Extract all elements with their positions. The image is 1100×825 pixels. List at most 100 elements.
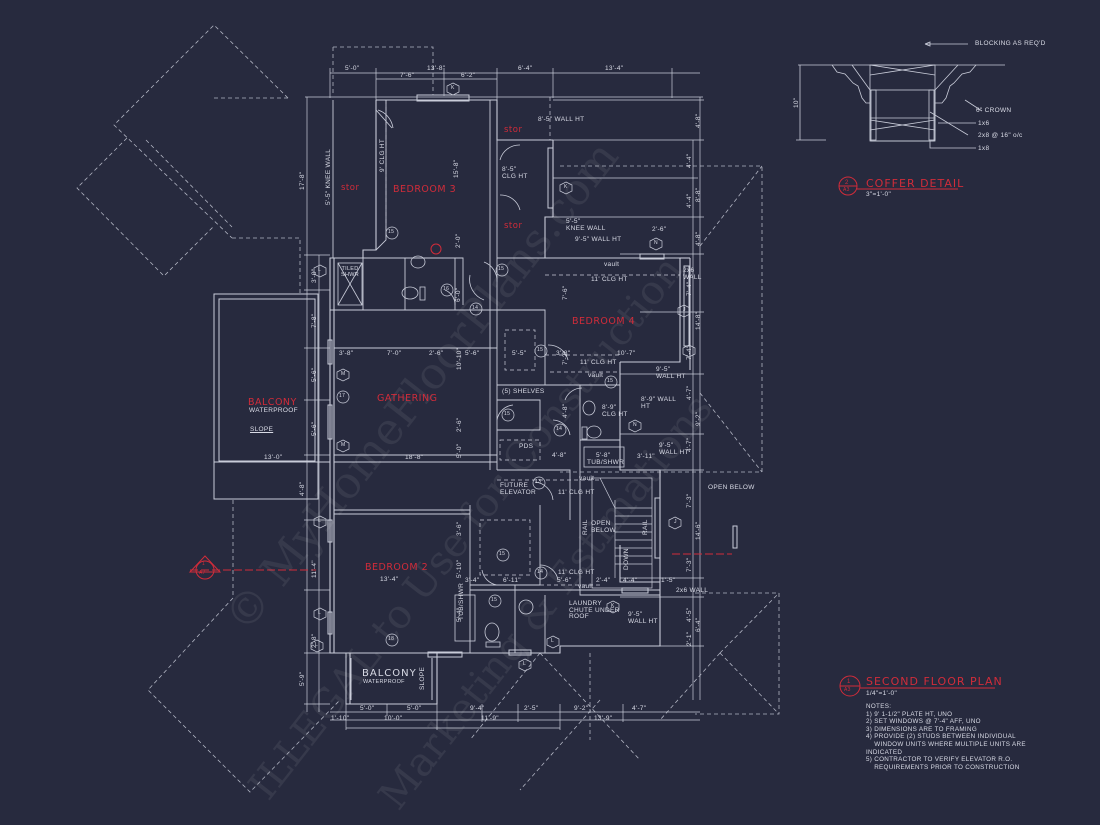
- tag-door: 13: [535, 479, 542, 485]
- coffer-detail: [796, 41, 1005, 149]
- dim-interior: 7'-6": [562, 285, 569, 300]
- plan-title: SECOND FLOOR PLAN: [866, 675, 1003, 688]
- roof-outline-right: [332, 46, 780, 791]
- room-balcony-south: BALCONY: [362, 668, 417, 679]
- dim-bottom: 4'-7": [632, 705, 647, 712]
- coffer-label-1x6: 1x6: [978, 120, 990, 127]
- dim-interior: 10'-10": [456, 347, 463, 370]
- dim-left: 4'-8": [299, 481, 306, 496]
- dim-left: 5'-6": [311, 421, 318, 436]
- tag-m: M: [341, 371, 346, 377]
- dim-right: 7'-4": [686, 281, 693, 296]
- dim-right: 7'-4": [686, 345, 693, 360]
- tag-door: 15: [498, 266, 505, 272]
- coffer-label-2x8: 2x8 @ 16" o/c: [978, 132, 1023, 139]
- dim-right: 4'-5": [686, 607, 693, 622]
- tag-door: 14: [556, 426, 563, 432]
- tag-k: K: [564, 184, 568, 190]
- label-vault-hall: vault: [579, 475, 595, 482]
- coffer-detail-title: COFFER DETAIL: [866, 177, 965, 190]
- dim-interior: 18'-8": [405, 454, 424, 461]
- top-dimension-lines: [305, 68, 703, 100]
- section-marker-bottom: A7: [199, 570, 206, 576]
- dim-interior: 7'-0": [387, 350, 402, 357]
- room-bedroom-2: BEDROOM 2: [365, 562, 429, 573]
- dim-bottom: 1'-10": [331, 715, 350, 722]
- bottom-dimension-lines: [330, 704, 700, 730]
- left-dimension-lines: [304, 97, 330, 712]
- label-2x6-wall-2: 2x6 WALL: [676, 587, 709, 594]
- dim-interior: 2'-6": [652, 226, 667, 233]
- dim-top: 6'-2": [461, 72, 476, 79]
- dim-left: 5'-6": [311, 367, 318, 382]
- label-11-clg-ht-laundry: 11' CLG HT: [558, 569, 595, 576]
- coffer-label-blocking: BLOCKING AS REQ'D: [975, 40, 1046, 47]
- dim-right: 4'-4": [686, 193, 693, 208]
- dim-right: 14'-6": [695, 521, 702, 540]
- tag-door: 15: [537, 347, 544, 353]
- label-laundry-chute: LAUNDRY CHUTE UNDER ROOF: [569, 600, 620, 620]
- dim-right: 4'-8": [695, 231, 702, 246]
- dim-interior: 13'-4": [380, 576, 399, 583]
- dim-bottom: 9'-2": [574, 705, 589, 712]
- balcony-west-outline: [213, 293, 330, 500]
- dim-interior: 4'-8": [562, 403, 569, 418]
- dim-interior: 5'-0": [456, 443, 463, 458]
- label-future-elevator: FUTURE ELEVATOR: [500, 482, 536, 496]
- dim-top: 7'-6": [400, 72, 415, 79]
- tag-k: K: [451, 85, 455, 91]
- dim-left: 17'-8": [299, 171, 306, 190]
- label-9-5-wall-ht-3: 9'-5" WALL HT: [659, 442, 689, 456]
- label-tub-shower-1: TUB/SHWR: [587, 459, 625, 466]
- label-waterproof-south: WATERPROOF: [363, 679, 405, 685]
- dim-left: 11'-4": [311, 560, 318, 578]
- label-knee-wall-right: 5'-5" KNEE WALL: [566, 218, 606, 232]
- door-tags: [336, 226, 618, 647]
- dim-top: 13'-4": [605, 65, 624, 72]
- label-open-below-stair: OPEN BELOW: [591, 520, 616, 534]
- tag-j: J: [674, 519, 677, 525]
- dim-right: 4'-4": [686, 153, 693, 168]
- note-item: 4) PROVIDE (2) STUDS BETWEEN INDIVIDUAL …: [866, 733, 1026, 756]
- dim-right: 7'-3": [686, 493, 693, 508]
- note-item: 1) 9' 1-1/2" PLATE HT, UNO: [866, 710, 953, 718]
- windows: [327, 94, 738, 658]
- dim-interior: 7'-2": [562, 350, 569, 365]
- coffer-marker-top: 2: [845, 180, 849, 186]
- coffer-label-1x8: 1x8: [978, 145, 990, 152]
- tag-door: 17: [339, 393, 346, 399]
- hex-tags: [310, 82, 696, 672]
- dim-interior: 13'-0": [264, 454, 283, 461]
- red-fixture-mark: [430, 243, 442, 255]
- dim-interior: 5'-5": [512, 350, 527, 357]
- dim-interior: 4'-8": [552, 452, 567, 459]
- dim-interior: 5'-4": [456, 607, 463, 622]
- label-8-9-wall-ht: 8'-9" WALL HT: [641, 396, 677, 410]
- dim-interior: 5'-6": [557, 577, 572, 584]
- tag-door: 15: [504, 411, 511, 417]
- dim-right: 9'-2": [695, 411, 702, 426]
- tag-n: N: [633, 422, 637, 428]
- tag-l: L: [523, 661, 527, 667]
- section-marker-top: 1: [202, 561, 206, 567]
- dim-bottom: 5'-0": [360, 705, 375, 712]
- coffer-detail-scale: 3"=1'-0": [866, 191, 892, 198]
- dim-interior: 2'-0": [455, 233, 462, 248]
- label-open-below: OPEN BELOW: [708, 484, 755, 491]
- dim-interior: 10'-7": [617, 350, 636, 357]
- tag-l: L: [318, 518, 322, 524]
- note-item: 5) CONTRACTOR TO VERIFY ELEVATOR R.O. RE…: [866, 756, 1020, 771]
- label-9-clg-ht: 9' CLG HT: [379, 138, 386, 172]
- label-11-clg-ht-hall: 11' CLG HT: [558, 489, 595, 496]
- tag-door: 14: [472, 305, 479, 311]
- tag-j: J: [683, 307, 686, 313]
- label-rail-1: RAIL: [582, 519, 589, 535]
- dim-right: 14'-8": [695, 311, 702, 330]
- room-bedroom-4: BEDROOM 4: [572, 316, 636, 327]
- coffer-height-dim: 10": [793, 97, 800, 108]
- right-dimension-lines: [553, 97, 704, 700]
- red-markers: [188, 176, 995, 697]
- plan-scale: 1/4"=1'-0": [866, 690, 898, 697]
- dim-interior: 1'-5": [661, 577, 676, 584]
